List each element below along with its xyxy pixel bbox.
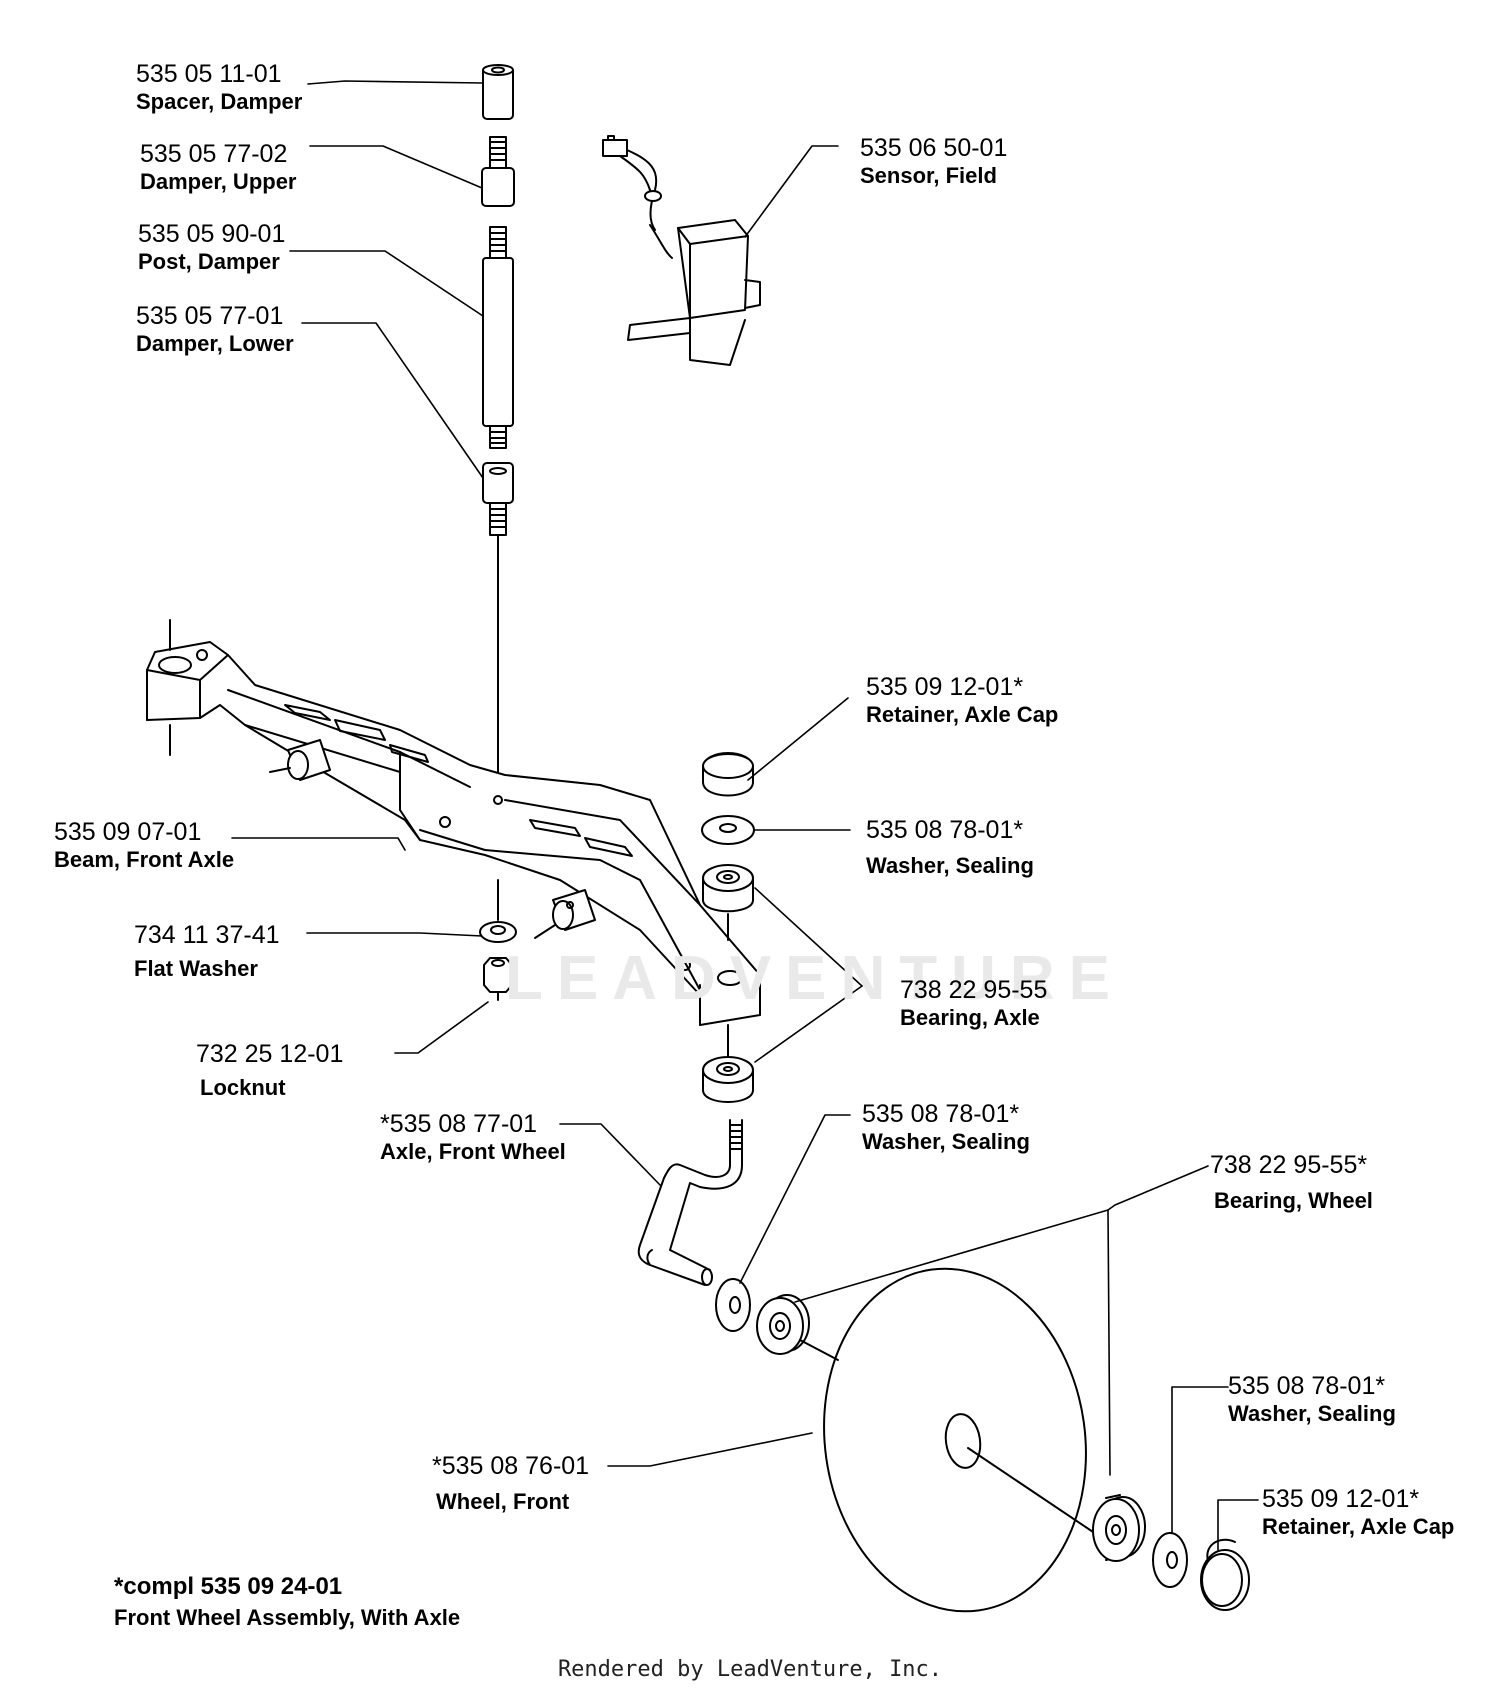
part-number: 738 22 95-55 xyxy=(900,976,1048,1004)
part-number: 732 25 12-01 xyxy=(196,1040,344,1068)
callout-damper-upper[interactable]: 535 05 77-02 Damper, Upper xyxy=(140,142,297,193)
washer-sealing-mid-drawing xyxy=(715,1278,751,1332)
part-name: Damper, Upper xyxy=(140,169,297,194)
locknut-drawing xyxy=(483,957,513,1001)
part-number: 535 05 77-01 xyxy=(136,302,284,330)
part-number: *535 08 77-01 xyxy=(380,1110,538,1138)
damper-lower-drawing xyxy=(482,462,514,536)
retainer-axle-cap-low-drawing xyxy=(1200,1538,1250,1611)
bearing-axle-upper-drawing xyxy=(702,864,754,913)
callout-retainer-axle-cap-low[interactable]: 535 09 12-01* Retainer, Axle Cap xyxy=(1262,1487,1454,1538)
washer-sealing-low-drawing xyxy=(1152,1532,1188,1588)
part-number: 535 08 78-01* xyxy=(1228,1372,1386,1400)
part-name: Beam, Front Axle xyxy=(54,847,235,872)
part-name: Bearing, Axle xyxy=(900,1005,1040,1030)
callout-washer-sealing-top[interactable]: 535 08 78-01* Washer, Sealing xyxy=(866,818,1034,877)
part-name: Retainer, Axle Cap xyxy=(1262,1514,1455,1539)
part-name: Locknut xyxy=(200,1075,286,1100)
part-number: 535 05 77-02 xyxy=(140,140,288,168)
part-number: 535 09 12-01* xyxy=(866,673,1024,701)
callout-flat-washer[interactable]: 734 11 37-41 Flat Washer xyxy=(134,923,280,980)
retainer-axle-cap-top-drawing xyxy=(702,752,754,797)
callout-beam-front-axle[interactable]: 535 09 07-01 Beam, Front Axle xyxy=(54,820,234,871)
callout-locknut[interactable]: 732 25 12-01 Locknut xyxy=(196,1042,343,1099)
part-name: Axle, Front Wheel xyxy=(380,1139,566,1164)
callout-axle-front-wheel[interactable]: *535 08 77-01 Axle, Front Wheel xyxy=(380,1112,566,1163)
part-number: 535 05 90-01 xyxy=(138,220,286,248)
axle-front-wheel-drawing xyxy=(637,1119,743,1286)
watermark: LEADVENTURE xyxy=(505,944,1125,1013)
wheel-front-drawing xyxy=(799,1267,1106,1613)
callout-bearing-wheel[interactable]: 738 22 95-55* Bearing, Wheel xyxy=(1210,1153,1373,1212)
part-name: Washer, Sealing xyxy=(1228,1401,1396,1426)
leader-lines xyxy=(231,80,1259,1551)
bearing-wheel-outer-drawing xyxy=(1092,1494,1146,1562)
part-name: Post, Damper xyxy=(138,249,280,274)
callout-wheel-front[interactable]: *535 08 76-01 Wheel, Front xyxy=(432,1454,589,1513)
callout-bearing-axle[interactable]: 738 22 95-55 Bearing, Axle xyxy=(900,978,1047,1029)
part-number: 535 09 12-01* xyxy=(1262,1485,1420,1513)
callout-retainer-axle-cap-top[interactable]: 535 09 12-01* Retainer, Axle Cap xyxy=(866,675,1058,726)
spacer-damper-drawing xyxy=(482,64,514,120)
part-name: Wheel, Front xyxy=(436,1489,570,1514)
part-number: *535 08 76-01 xyxy=(432,1452,590,1480)
part-number: 738 22 95-55* xyxy=(1210,1151,1368,1179)
part-name: Spacer, Damper xyxy=(136,89,303,114)
part-name: Damper, Lower xyxy=(136,331,294,356)
sensor-field-drawing xyxy=(602,135,761,366)
part-number: 535 09 07-01 xyxy=(54,818,202,846)
part-name: Flat Washer xyxy=(134,956,258,981)
damper-upper-drawing xyxy=(481,136,515,207)
part-name: Washer, Sealing xyxy=(862,1129,1030,1154)
washer-sealing-top-drawing xyxy=(701,815,755,845)
part-number: 535 08 78-01* xyxy=(862,1100,1020,1128)
callout-washer-sealing-mid[interactable]: 535 08 78-01* Washer, Sealing xyxy=(862,1102,1030,1153)
bearing-wheel-inner-drawing xyxy=(756,1294,810,1355)
beam-front-axle-drawing xyxy=(146,619,761,1026)
callout-damper-lower[interactable]: 535 05 77-01 Damper, Lower xyxy=(136,304,294,355)
callout-spacer-damper[interactable]: 535 05 11-01 Spacer, Damper xyxy=(136,62,302,113)
part-name: Sensor, Field xyxy=(860,163,997,188)
post-damper-drawing xyxy=(482,226,514,449)
part-number: 535 05 11-01 xyxy=(136,60,282,88)
part-name: Bearing, Wheel xyxy=(1214,1188,1373,1213)
part-name: Retainer, Axle Cap xyxy=(866,702,1059,727)
callout-sensor-field[interactable]: 535 06 50-01 Sensor, Field xyxy=(860,136,1007,187)
part-number: 535 06 50-01 xyxy=(860,134,1008,162)
part-number: 535 08 78-01* xyxy=(866,816,1024,844)
render-credit: Rendered by LeadVenture, Inc. xyxy=(557,1657,943,1682)
assembly-footnote: *compl 535 09 24-01 Front Wheel Assembly… xyxy=(114,1573,460,1631)
footnote-subtitle: Front Wheel Assembly, With Axle xyxy=(114,1605,461,1630)
part-name: Washer, Sealing xyxy=(866,853,1034,878)
callout-washer-sealing-low[interactable]: 535 08 78-01* Washer, Sealing xyxy=(1228,1374,1396,1425)
footnote-title: *compl 535 09 24-01 xyxy=(114,1573,343,1600)
part-number: 734 11 37-41 xyxy=(134,921,280,949)
bearing-axle-lower-drawing xyxy=(702,1056,754,1103)
callout-post-damper[interactable]: 535 05 90-01 Post, Damper xyxy=(138,222,285,273)
flat-washer-drawing xyxy=(479,921,517,943)
